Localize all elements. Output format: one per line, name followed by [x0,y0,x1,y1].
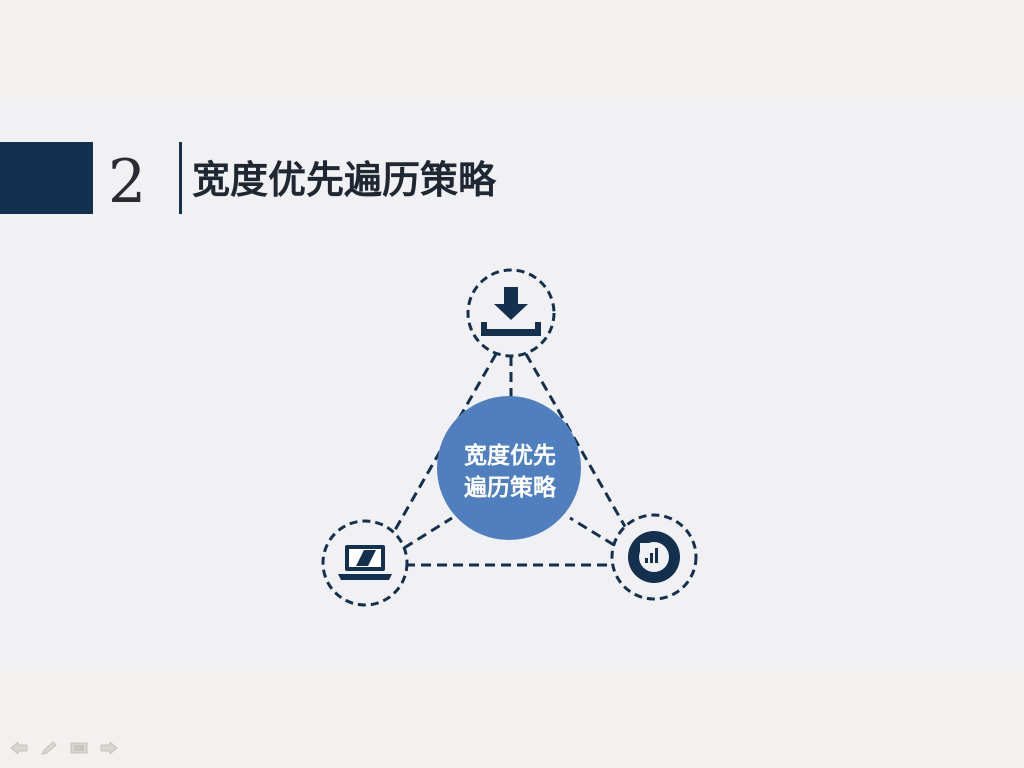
slideshow-nav [8,738,120,758]
title-divider [179,142,182,214]
menu-button[interactable] [68,739,90,757]
arrow-right-icon [100,741,118,755]
center-circle [437,396,581,540]
download-node [466,268,556,358]
laptop-node [321,519,409,607]
center-label: 宽度优先 遍历策略 [440,440,580,504]
slide-number: 2 [108,147,147,217]
chart-node [610,513,698,601]
download-icon [481,287,541,336]
title-accent-block [0,142,93,214]
pen-icon [41,741,57,755]
laptop-icon [338,545,392,580]
content-band [0,98,1024,670]
line-left-center [403,516,453,550]
arrow-left-icon [10,741,28,755]
line-right-center [569,516,615,547]
next-slide-button[interactable] [98,739,120,757]
donut-chart-icon [628,531,680,583]
slide-title: 宽度优先遍历策略 [192,158,497,202]
pen-button[interactable] [38,739,60,757]
menu-icon [70,742,88,754]
line-top-right [524,353,629,531]
center-label-line2: 遍历策略 [464,475,556,501]
previous-slide-button[interactable] [8,739,30,757]
center-label-line1: 宽度优先 [464,443,556,469]
